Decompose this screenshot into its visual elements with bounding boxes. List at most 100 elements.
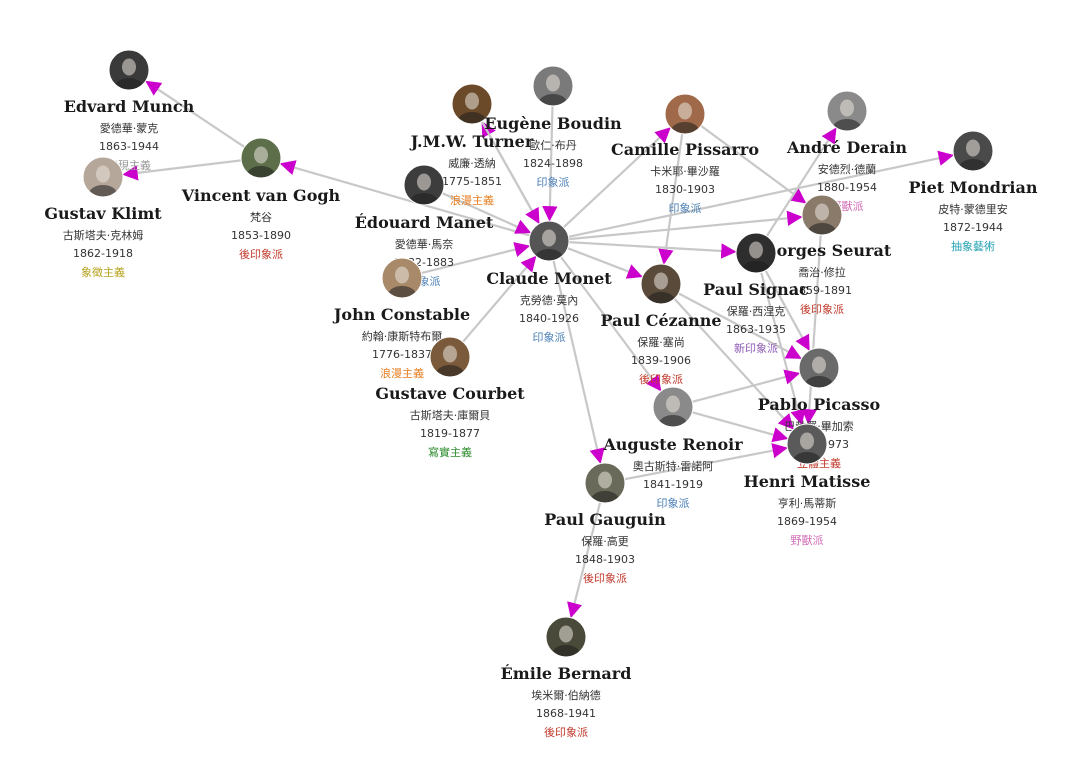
- artist-portrait[interactable]: [640, 263, 682, 310]
- artist-name: J.M.W. Turner: [409, 132, 534, 151]
- artist-movement: 印象派: [669, 202, 702, 215]
- artist-portrait[interactable]: [532, 65, 574, 112]
- artist-portrait[interactable]: [652, 386, 694, 433]
- artist-chinese-name: 愛德華·蒙克: [100, 121, 159, 135]
- edge-signac-to-derain: [765, 127, 837, 237]
- artist-portrait[interactable]: [826, 90, 868, 137]
- artist-name: Henri Matisse: [744, 472, 871, 491]
- artist-chinese-name: 歐仁·布丹: [529, 138, 577, 152]
- artist-name: Vincent van Gogh: [181, 186, 341, 205]
- artist-name: John Constable: [332, 305, 470, 324]
- artist-years: 1853-1890: [231, 229, 291, 242]
- artist-years: 1868-1941: [536, 707, 596, 720]
- edge-turner-to-monet: [480, 120, 540, 225]
- artist-portrait[interactable]: [381, 257, 423, 304]
- artist-chinese-name: 奧古斯特·雷諾阿: [633, 459, 714, 473]
- artist-portrait[interactable]: [664, 93, 706, 140]
- artist-portrait[interactable]: [451, 83, 493, 130]
- artist-chinese-name: 喬治·修拉: [798, 265, 846, 279]
- artist-name: Camille Pissarro: [611, 140, 759, 159]
- edge-monet-to-gauguin: [552, 260, 605, 465]
- artist-node-vangogh[interactable]: Vincent van Gogh 梵谷 1853-1890 後印象派: [181, 137, 341, 261]
- artist-chinese-name: 埃米爾·伯納德: [531, 688, 601, 702]
- edge-monet-to-mondrian: [568, 150, 954, 238]
- artist-chinese-name: 威廉·透納: [448, 156, 496, 170]
- artist-movement: 寫實主義: [428, 445, 472, 459]
- artist-movement: 象徵主義: [81, 265, 125, 279]
- edge-gauguin-to-matisse: [624, 443, 788, 481]
- edge-seurat-to-matisse: [801, 234, 822, 425]
- artist-chinese-name: 古斯塔夫·庫爾貝: [410, 408, 491, 422]
- artist-movement: 後印象派: [239, 247, 283, 261]
- edge-cezanne-to-matisse: [673, 298, 794, 430]
- artist-years: 1869-1954: [777, 515, 837, 528]
- edge-monet-to-signac: [568, 241, 737, 259]
- artist-portrait[interactable]: [786, 423, 828, 470]
- edge-monet-to-cezanne: [567, 247, 643, 279]
- artist-portrait[interactable]: [735, 232, 777, 279]
- artist-years: 1841-1919: [643, 478, 703, 491]
- artist-years: 1819-1877: [420, 427, 480, 440]
- artist-chinese-name: 梵谷: [250, 211, 272, 224]
- artist-movement: 印象派: [537, 176, 570, 189]
- artist-chinese-name: 皮特·蒙德里安: [938, 202, 1008, 216]
- edge-cezanne-to-picasso: [678, 292, 802, 360]
- edge-renoir-to-matisse: [691, 411, 789, 443]
- artist-node-courbet[interactable]: Gustave Courbet 古斯塔夫·庫爾貝 1819-1877 寫實主義: [375, 336, 525, 459]
- artist-chinese-name: 保羅·高更: [581, 534, 629, 548]
- artist-name: André Derain: [786, 138, 907, 157]
- artist-name: Pablo Picasso: [758, 395, 881, 414]
- artist-portrait[interactable]: [798, 347, 840, 394]
- edge-vangogh-to-klimt: [122, 159, 242, 181]
- artist-portrait[interactable]: [545, 616, 587, 663]
- edge-pissarro-to-cezanne: [658, 133, 684, 265]
- edge-monet-to-renoir: [560, 256, 662, 392]
- artist-portrait[interactable]: [584, 462, 626, 509]
- artist-portrait[interactable]: [528, 220, 570, 267]
- artist-portrait[interactable]: [82, 156, 124, 203]
- artist-years: 1830-1903: [655, 183, 715, 196]
- artist-name: Gustav Klimt: [44, 204, 162, 223]
- edge-vangogh-to-munch: [145, 80, 245, 148]
- edge-monet-to-vangogh: [279, 160, 531, 237]
- edge-pissarro-to-seurat: [700, 124, 807, 204]
- artist-portrait[interactable]: [801, 194, 843, 241]
- artist-name: Edvard Munch: [64, 97, 195, 116]
- artist-name: Piet Mondrian: [909, 178, 1038, 197]
- artist-portrait[interactable]: [403, 164, 445, 211]
- artist-name: Édouard Manet: [355, 212, 494, 232]
- artist-chinese-name: 安德烈·德蘭: [818, 162, 877, 176]
- artist-portrait[interactable]: [240, 137, 282, 184]
- artist-years: 1880-1954: [817, 181, 877, 194]
- artist-chinese-name: 克勞德·莫內: [520, 293, 579, 307]
- artist-portrait[interactable]: [429, 336, 471, 383]
- artist-portrait[interactable]: [108, 49, 150, 96]
- artist-years: 1859-1891: [792, 284, 852, 297]
- artist-movement: 野獸派: [791, 534, 824, 547]
- artist-movement: 後印象派: [544, 725, 588, 739]
- edge-boudin-to-monet: [542, 105, 558, 222]
- artist-years: 1776-1837: [372, 348, 432, 361]
- artist-years: 1824-1898: [523, 157, 583, 170]
- artist-movement: 浪漫主義: [380, 366, 424, 380]
- artist-movement: 浪漫主義: [450, 193, 494, 207]
- artist-name: Gustave Courbet: [375, 384, 525, 403]
- artist-portrait[interactable]: [952, 130, 994, 177]
